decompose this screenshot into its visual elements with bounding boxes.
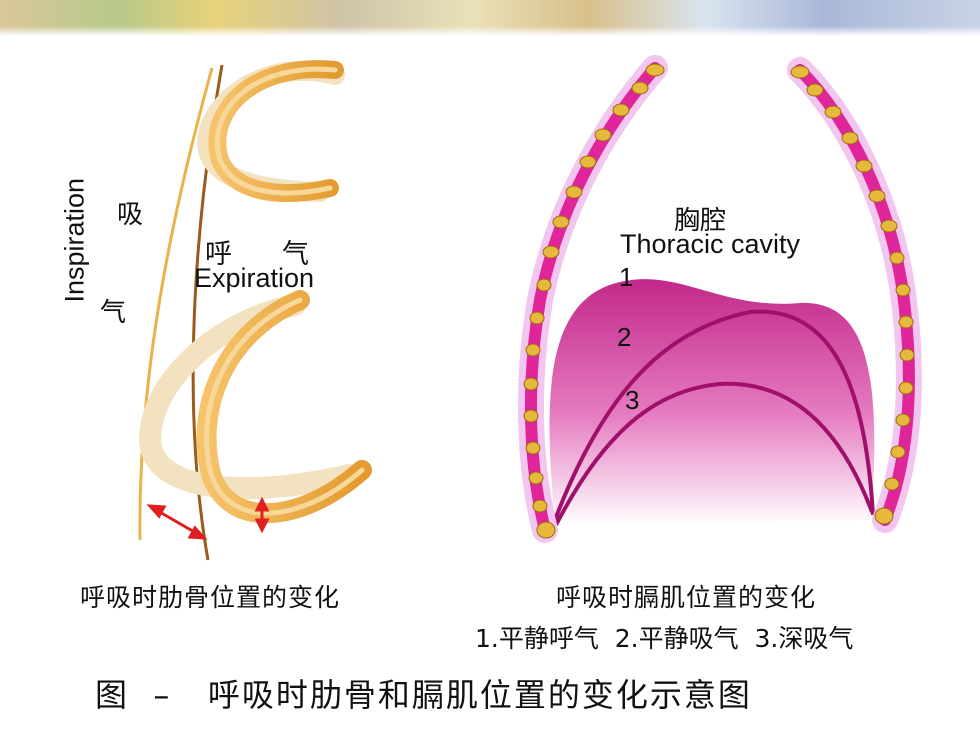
movement-arrow-diagonal bbox=[146, 504, 208, 540]
rib-caption: 呼吸时肋骨位置的变化 bbox=[80, 583, 341, 612]
rib-nodules-left bbox=[523, 63, 665, 539]
movement-arrow-vertical bbox=[254, 496, 270, 534]
curve-label-1: 1 bbox=[619, 262, 634, 292]
expiration-label-cn-2: 气 bbox=[282, 239, 309, 270]
thoracic-diagram bbox=[517, 55, 922, 543]
expiration-label-cn-1: 呼 bbox=[205, 239, 232, 270]
diaphragm-fill bbox=[549, 279, 875, 525]
decorative-banner bbox=[0, 0, 980, 36]
diaphragm-legend: 1.平静呼气 2.平静吸气 3.深吸气 bbox=[475, 624, 854, 653]
rib-diagram bbox=[138, 60, 372, 561]
thoracic-cavity-label-cn: 胸腔 bbox=[674, 206, 727, 236]
sternum-line-inspiration bbox=[138, 67, 214, 541]
inspiration-label-cn-1: 吸 bbox=[117, 200, 144, 230]
inspiration-label-en: Inspiration bbox=[59, 177, 90, 303]
diaphragm-caption: 呼吸时膈肌位置的变化 bbox=[556, 583, 817, 612]
diaphragm-curve-3 bbox=[554, 381, 874, 526]
expiration-label-en: Expiration bbox=[194, 263, 315, 293]
diaphragm-curve-2 bbox=[551, 309, 875, 526]
thoracic-cavity-label-en: Thoracic cavity bbox=[620, 229, 801, 259]
curve-label-2: 2 bbox=[617, 322, 632, 352]
upper-rib-expiration bbox=[208, 60, 344, 202]
curve-label-3: 3 bbox=[625, 385, 640, 415]
figure-title: 图 – 呼吸时肋骨和膈肌位置的变化示意图 bbox=[95, 676, 752, 714]
rib-nodules-right bbox=[790, 65, 915, 525]
inspiration-label-cn-2: 气 bbox=[100, 298, 127, 328]
lower-rib-inspiration bbox=[138, 294, 361, 500]
